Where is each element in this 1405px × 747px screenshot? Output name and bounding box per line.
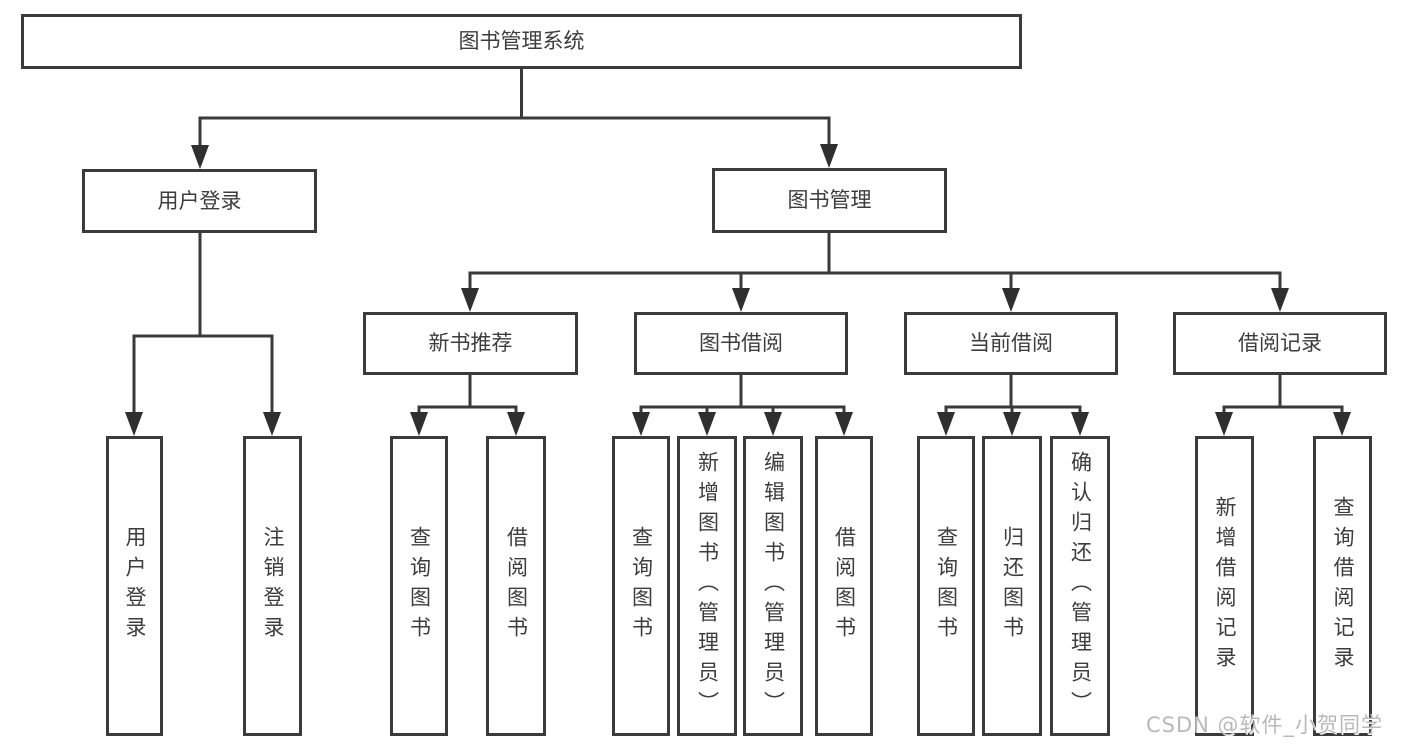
leaf-add-books-admin: 新增图书（管理员） — [677, 436, 737, 736]
node-book-management: 图书管理 — [712, 168, 947, 233]
leaf-borrow-books-1: 借阅图书 — [486, 436, 546, 736]
arrowhead — [698, 412, 716, 436]
arrowhead — [937, 412, 955, 436]
leaf-confirm-return-admin: 确认归还（管理员） — [1050, 436, 1110, 736]
leaf-query-books-3: 查询图书 — [917, 436, 975, 736]
leaf-add-borrow-record: 新增借阅记录 — [1195, 436, 1254, 736]
arrowhead — [1271, 288, 1289, 312]
arrowhead — [835, 412, 853, 436]
node-borrow-records: 借阅记录 — [1173, 312, 1387, 375]
arrowhead — [125, 412, 143, 436]
arrowhead — [410, 412, 428, 436]
arrowhead — [820, 144, 838, 168]
arrowhead — [1071, 412, 1089, 436]
node-user-login: 用户登录 — [82, 169, 317, 233]
leaf-query-books-2: 查询图书 — [612, 436, 670, 736]
arrowhead — [461, 288, 479, 312]
leaf-borrow-books-2: 借阅图书 — [815, 436, 873, 736]
arrowhead — [632, 412, 650, 436]
csdn-watermark: CSDN @软件_小贺同学 — [1146, 713, 1384, 737]
arrowhead — [732, 288, 750, 312]
leaf-return-books: 归还图书 — [982, 436, 1042, 736]
leaf-logout: 注销登录 — [243, 436, 302, 736]
arrowhead — [191, 145, 209, 169]
node-book-borrow: 图书借阅 — [634, 312, 848, 375]
node-root-system: 图书管理系统 — [21, 14, 1022, 69]
arrowhead — [764, 412, 782, 436]
leaf-user-login: 用户登录 — [106, 436, 163, 736]
arrowhead — [263, 412, 281, 436]
arrowhead — [1003, 412, 1021, 436]
node-new-book-recommend: 新书推荐 — [363, 312, 578, 375]
node-current-borrow: 当前借阅 — [904, 312, 1118, 375]
arrowhead — [1215, 412, 1233, 436]
arrowhead — [1002, 288, 1020, 312]
arrowhead — [1333, 412, 1351, 436]
leaf-query-borrow-record: 查询借阅记录 — [1313, 436, 1372, 736]
arrowhead — [507, 412, 525, 436]
leaf-query-books-1: 查询图书 — [390, 436, 448, 736]
leaf-edit-books-admin: 编辑图书（管理员） — [743, 436, 803, 736]
